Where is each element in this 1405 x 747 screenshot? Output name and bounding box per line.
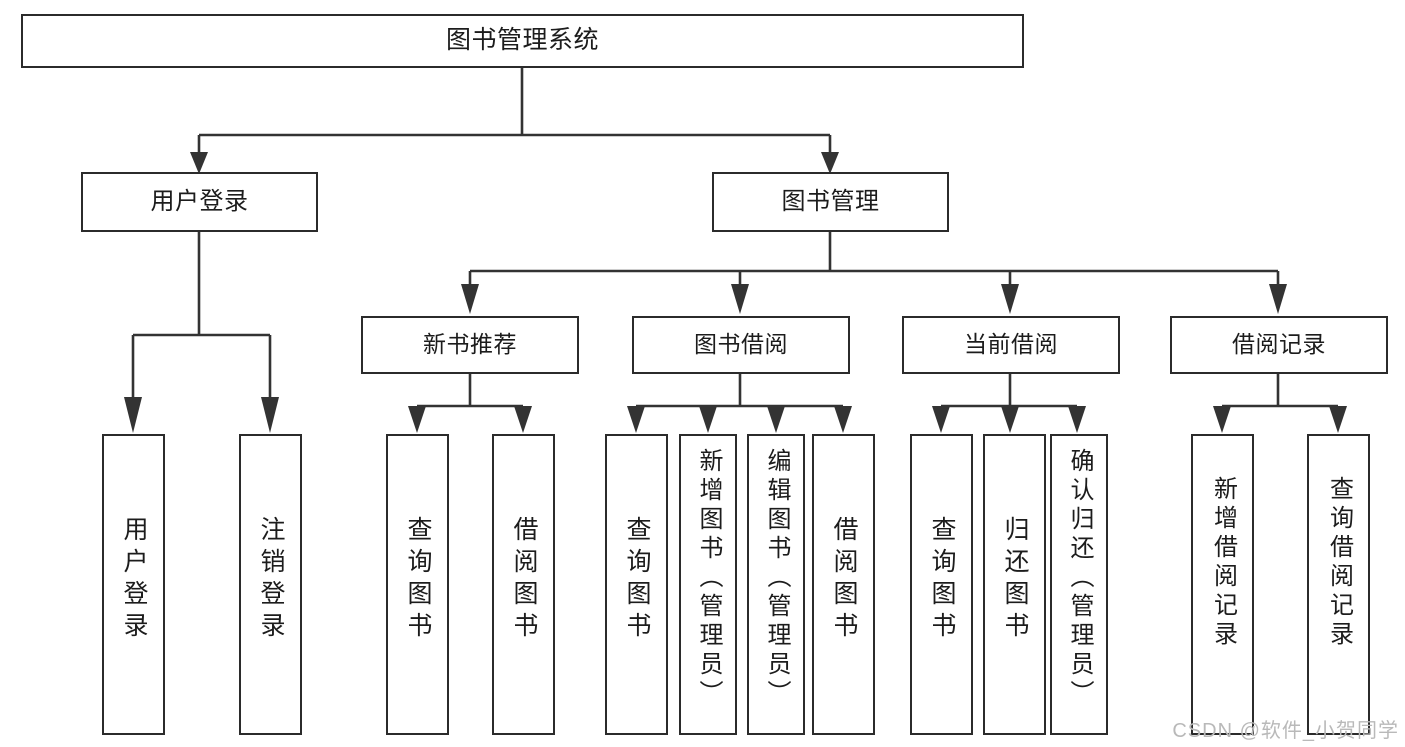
arrow-bb-leaf-2 xyxy=(699,406,717,433)
arrow-nb-leaf-2 xyxy=(514,406,532,433)
node-label: 查询图书 xyxy=(404,516,432,644)
arrow-leaf-user-login xyxy=(124,397,142,433)
arrow-br-leaf-1 xyxy=(1213,406,1231,433)
arrow-cb-leaf-1 xyxy=(932,406,950,433)
node-label: 借阅记录 xyxy=(1232,331,1326,358)
leaf-edit-book-admin[interactable]: 编辑图书（管理员） xyxy=(747,434,805,735)
node-label: 确认归还（管理员） xyxy=(1066,448,1093,709)
arrow-bb-leaf-4 xyxy=(834,406,852,433)
leaf-query-book-borrow[interactable]: 查询图书 xyxy=(605,434,668,735)
leaf-add-borrow-record[interactable]: 新增借阅记录 xyxy=(1191,434,1254,735)
leaf-query-borrow-record[interactable]: 查询借阅记录 xyxy=(1307,434,1370,735)
node-label: 查询图书 xyxy=(623,516,651,644)
node-label: 归还图书 xyxy=(1001,516,1029,644)
node-label: 注销登录 xyxy=(257,516,285,644)
node-label: 借阅图书 xyxy=(830,516,858,644)
node-book-borrow[interactable]: 图书借阅 xyxy=(632,316,850,374)
leaf-query-book-recommend[interactable]: 查询图书 xyxy=(386,434,449,735)
arrow-borrow-record xyxy=(1269,284,1287,314)
node-label: 新书推荐 xyxy=(423,331,517,358)
node-borrow-record[interactable]: 借阅记录 xyxy=(1170,316,1388,374)
node-label: 图书借阅 xyxy=(694,331,788,358)
arrow-book-borrow xyxy=(731,284,749,314)
node-label: 用户登录 xyxy=(120,516,148,644)
leaf-query-book-current[interactable]: 查询图书 xyxy=(910,434,973,735)
arrow-br-leaf-2 xyxy=(1329,406,1347,433)
arrow-new-book xyxy=(461,284,479,314)
arrow-cb-leaf-2 xyxy=(1001,406,1019,433)
node-label: 编辑图书（管理员） xyxy=(763,448,790,709)
node-label: 当前借阅 xyxy=(964,331,1058,358)
arrow-current-borrow xyxy=(1001,284,1019,314)
node-root-book-management-system[interactable]: 图书管理系统 xyxy=(21,14,1024,68)
arrow-user-login xyxy=(190,152,208,174)
leaf-borrow-book-recommend[interactable]: 借阅图书 xyxy=(492,434,555,735)
leaf-borrow-book[interactable]: 借阅图书 xyxy=(812,434,875,735)
node-label: 图书管理 xyxy=(781,187,880,215)
csdn-watermark: CSDN @软件_小贺同学 xyxy=(1172,720,1399,742)
node-user-login[interactable]: 用户登录 xyxy=(81,172,318,232)
node-label: 查询图书 xyxy=(928,516,956,644)
arrow-bb-leaf-3 xyxy=(767,406,785,433)
leaf-return-book[interactable]: 归还图书 xyxy=(983,434,1046,735)
node-label: 用户登录 xyxy=(150,187,249,215)
node-label: 图书管理系统 xyxy=(445,26,599,55)
node-label: 新增图书（管理员） xyxy=(695,448,722,709)
arrow-cb-leaf-3 xyxy=(1068,406,1086,433)
node-label: 查询借阅记录 xyxy=(1325,476,1353,650)
node-book-management[interactable]: 图书管理 xyxy=(712,172,949,232)
arrow-leaf-logout xyxy=(261,397,279,433)
leaf-confirm-return-admin[interactable]: 确认归还（管理员） xyxy=(1050,434,1108,735)
node-new-book-recommend[interactable]: 新书推荐 xyxy=(361,316,579,374)
leaf-user-login[interactable]: 用户登录 xyxy=(102,434,165,735)
arrow-bb-leaf-1 xyxy=(627,406,645,433)
node-label: 新增借阅记录 xyxy=(1209,476,1237,650)
leaf-add-book-admin[interactable]: 新增图书（管理员） xyxy=(679,434,737,735)
arrow-nb-leaf-1 xyxy=(408,406,426,433)
node-current-borrow[interactable]: 当前借阅 xyxy=(902,316,1120,374)
arrow-book-manage xyxy=(821,152,839,174)
leaf-logout[interactable]: 注销登录 xyxy=(239,434,302,735)
node-label: 借阅图书 xyxy=(510,516,538,644)
